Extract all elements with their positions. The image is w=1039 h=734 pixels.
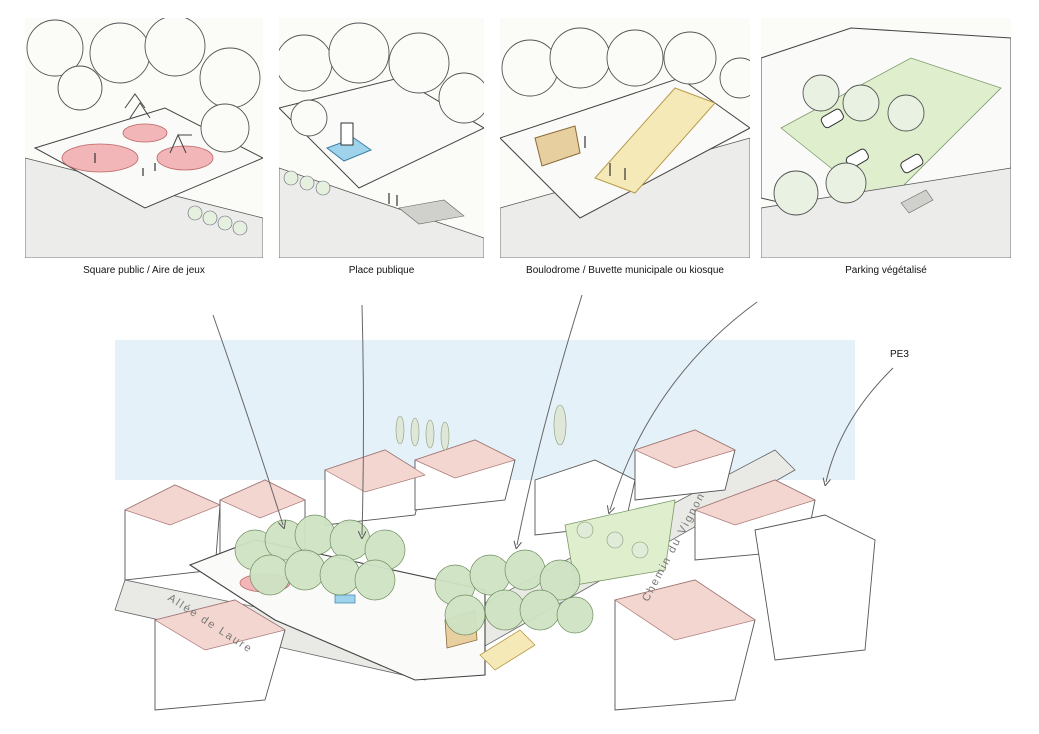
caption-parking: Parking végétalisé xyxy=(845,265,927,276)
boulodrome-sketch xyxy=(500,27,750,258)
fountain-site xyxy=(334,594,356,604)
place-publique-sketch xyxy=(279,22,484,258)
caption-square-public: Square public / Aire de jeux xyxy=(83,265,205,276)
vignette-parking xyxy=(761,18,1011,258)
aerial-view-sketch xyxy=(114,340,876,711)
crosswalk xyxy=(398,199,465,225)
parking-sketch xyxy=(761,27,1011,258)
boulodrome-court xyxy=(594,87,716,194)
boulodrome-site xyxy=(479,629,536,671)
square-public-sketch xyxy=(25,18,263,258)
vignette-place-publique xyxy=(279,18,484,258)
caption-boulodrome: Boulodrome / Buvette municipale ou kiosq… xyxy=(526,265,724,276)
caption-place-publique: Place publique xyxy=(348,265,415,276)
play-area-pad xyxy=(61,143,139,173)
aerial-view xyxy=(95,300,905,725)
vignette-square-public xyxy=(25,18,263,258)
tree-canopy xyxy=(234,514,594,636)
pe3-label: PE3 xyxy=(890,349,909,360)
kiosk xyxy=(534,125,581,167)
vignette-boulodrome xyxy=(500,18,750,258)
